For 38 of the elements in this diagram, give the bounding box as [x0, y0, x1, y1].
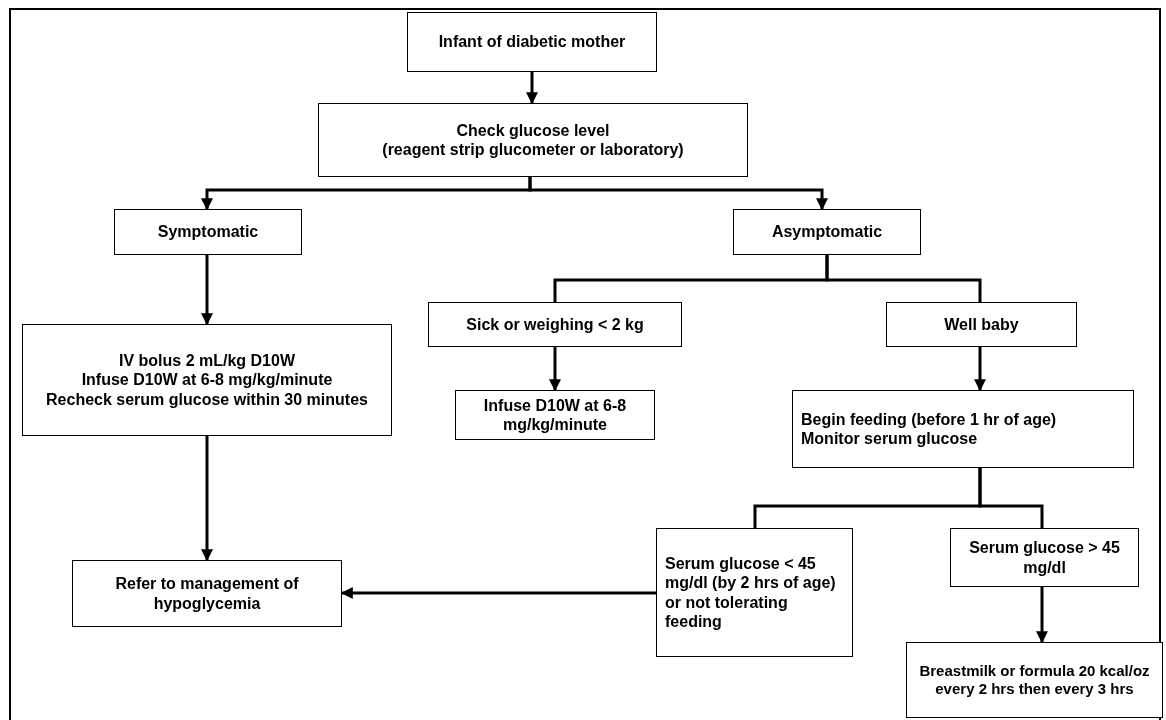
- process-box: [22, 324, 392, 436]
- arrow: [201, 436, 213, 562]
- box-text: Serum glucose < 45 mg/dl (by 2 hrs of age) or not tolerating feeding: [665, 554, 837, 631]
- box-text: Recheck serum glucose within 30 minutes: [46, 389, 368, 409]
- decision-box: [950, 528, 1139, 587]
- box-text: Well baby: [944, 314, 1019, 335]
- box-text: Refer to management of hypoglycemia: [114, 574, 300, 613]
- box-text: (reagent strip glucometer or laboratory): [382, 140, 684, 160]
- box-text: Serum glucose > 45 mg/dl: [968, 538, 1121, 577]
- decision-box: [733, 209, 921, 255]
- box-text: Symptomatic: [157, 222, 259, 242]
- decision-box: [656, 528, 853, 657]
- box-text: Monitor serum glucose: [801, 429, 978, 449]
- box-text: Begin feeding (before 1 hr of age): [801, 409, 1057, 429]
- box-text: Infant of diabetic mother: [438, 32, 626, 52]
- decision-box: [428, 302, 682, 347]
- box-text: Infuse D10W at 6-8 mg/kg/minute: [482, 395, 628, 435]
- box-text: Infuse D10W at 6-8 mg/kg/minute: [81, 370, 333, 390]
- arrow: [526, 72, 538, 105]
- arrow: [201, 255, 213, 326]
- process-box: [72, 560, 342, 627]
- box-text: Breastmilk or formula 20 kcal/oz every 2 hrs then every 3 hrs: [918, 662, 1151, 698]
- arrow: [528, 177, 828, 211]
- box-text: Asymptomatic: [771, 222, 883, 242]
- process-box: [906, 642, 1163, 718]
- arrow: [340, 587, 656, 599]
- box-text: IV bolus 2 mL/kg D10W: [119, 351, 295, 371]
- decision-box: [886, 302, 1077, 347]
- box-text: Check glucose level: [456, 120, 610, 140]
- decision-box: [114, 209, 302, 255]
- start-box: [407, 12, 657, 72]
- process-box: [318, 103, 748, 177]
- process-box: [455, 390, 655, 440]
- arrow: [974, 347, 986, 392]
- box-text: Sick or weighing < 2 kg: [466, 314, 644, 335]
- arrow: [1036, 587, 1048, 644]
- process-box: [792, 390, 1134, 468]
- arrow: [549, 347, 561, 392]
